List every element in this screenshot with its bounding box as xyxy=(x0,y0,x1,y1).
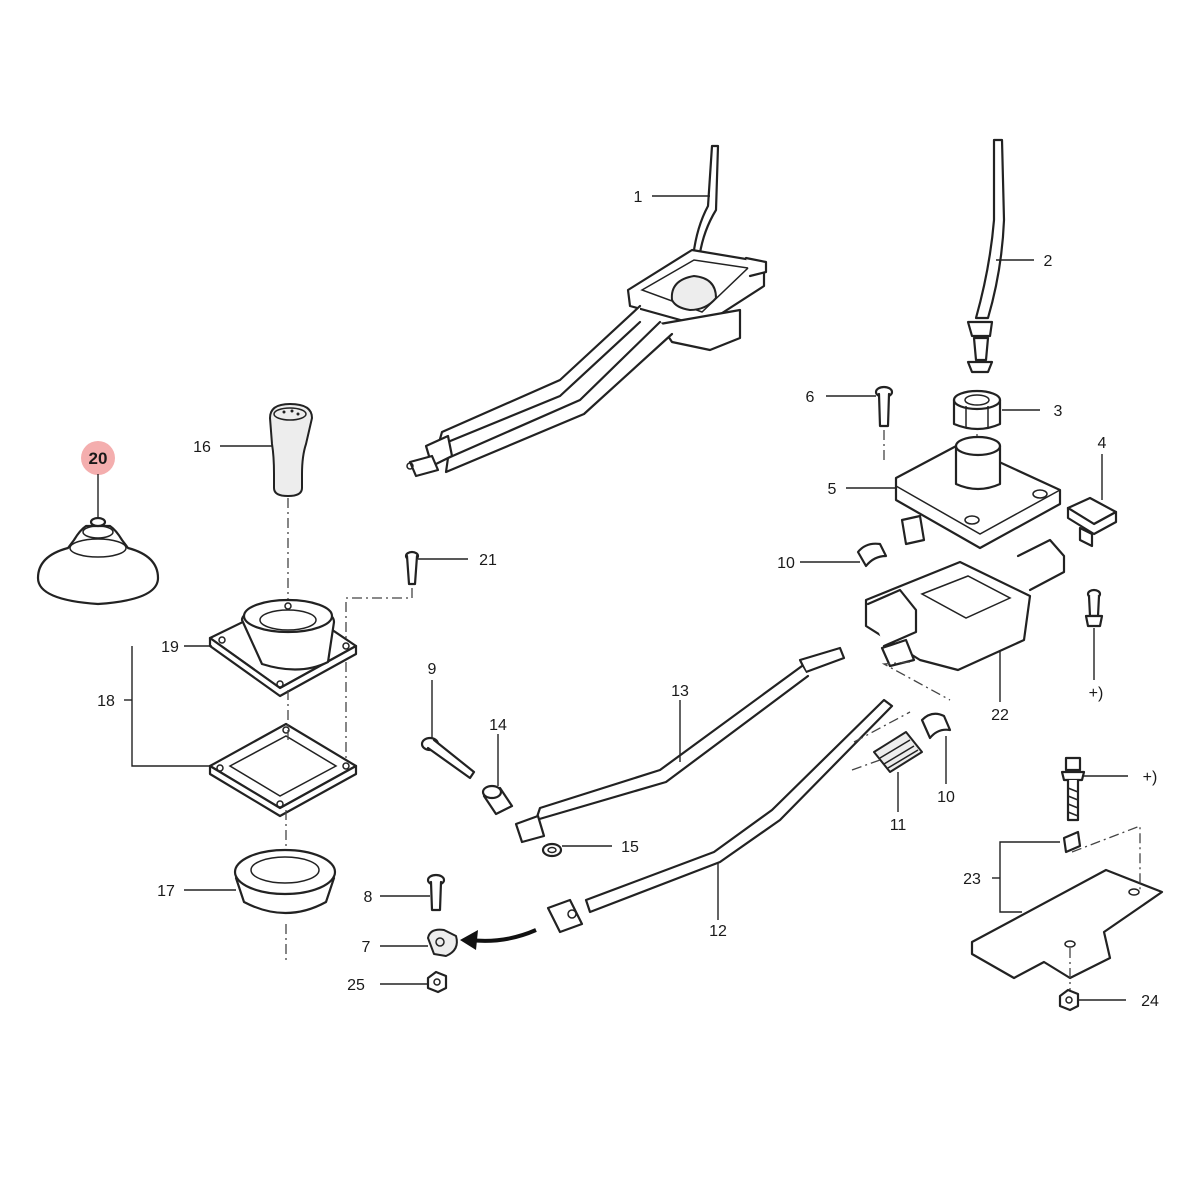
bolt-upper-right[interactable] xyxy=(1084,588,1104,628)
callout-16: 16 xyxy=(193,439,211,456)
part-17-ring[interactable] xyxy=(233,848,337,915)
part-10-clip-upper[interactable] xyxy=(856,542,888,568)
part-7-joint[interactable] xyxy=(427,928,458,957)
part-12-shift-rod[interactable] xyxy=(546,698,894,934)
part-11-rubber-boot[interactable] xyxy=(873,731,923,773)
part-9-bolt[interactable] xyxy=(420,736,476,780)
part-24-nut[interactable] xyxy=(1058,988,1080,1012)
part-20-boot[interactable] xyxy=(36,516,160,606)
callout-22: 22 xyxy=(991,707,1009,724)
bolt-lower-right[interactable] xyxy=(1060,756,1086,822)
part-21-pin[interactable] xyxy=(404,550,420,586)
callout-17: 17 xyxy=(157,883,175,900)
part-10-clip-lower[interactable] xyxy=(920,712,952,740)
part-16-gear-knob[interactable] xyxy=(269,403,313,497)
part-4-clip[interactable] xyxy=(1066,496,1118,548)
part-14-bushing[interactable] xyxy=(481,784,514,816)
part-25-nut[interactable] xyxy=(426,970,448,994)
callout-10-upper: 10 xyxy=(777,555,795,572)
callout-20: 20 xyxy=(89,449,108,468)
part-6-screw[interactable] xyxy=(874,385,894,428)
part-13-shift-rod[interactable] xyxy=(514,646,846,844)
callout-12: 12 xyxy=(709,923,727,940)
callout-25: 25 xyxy=(347,977,365,994)
callout-14: 14 xyxy=(489,717,507,734)
callout-18: 18 xyxy=(97,693,115,710)
callout-20-highlight xyxy=(81,441,115,475)
callout-1: 1 xyxy=(634,189,643,206)
callout-plus-lower: +) xyxy=(1143,769,1158,786)
callout-2: 2 xyxy=(1044,253,1053,270)
part-1-shifter-assembly[interactable] xyxy=(406,144,768,478)
callout-7: 7 xyxy=(362,939,371,956)
callout-8: 8 xyxy=(364,889,373,906)
part-5-housing[interactable] xyxy=(894,435,1062,550)
part-3-bushing[interactable] xyxy=(952,389,1002,431)
callout-21: 21 xyxy=(479,552,497,569)
callout-19: 19 xyxy=(161,639,179,656)
callout-11: 11 xyxy=(890,817,907,834)
part-15-washer[interactable] xyxy=(541,842,563,858)
part-22-lower-housing[interactable] xyxy=(864,538,1066,672)
callout-15: 15 xyxy=(621,839,639,856)
arrow-icon xyxy=(469,928,537,943)
part-19-boot-plate[interactable] xyxy=(208,598,358,698)
part-18-gasket-frame[interactable] xyxy=(208,722,358,818)
callout-6: 6 xyxy=(806,389,815,406)
arrow-head-icon xyxy=(460,930,478,950)
part-8-bolt[interactable] xyxy=(426,873,446,912)
callout-24: 24 xyxy=(1141,993,1159,1010)
callout-5: 5 xyxy=(828,481,837,498)
part-2-gear-lever[interactable] xyxy=(966,138,1006,374)
callout-10-lower: 10 xyxy=(937,789,955,806)
callout-4: 4 xyxy=(1098,435,1107,452)
callout-3: 3 xyxy=(1054,403,1063,420)
callout-plus-upper: +) xyxy=(1089,685,1104,702)
callout-23: 23 xyxy=(963,871,981,888)
part-23-bracket-plate[interactable] xyxy=(970,830,1164,980)
callout-13: 13 xyxy=(671,683,689,700)
callout-9: 9 xyxy=(428,661,437,678)
